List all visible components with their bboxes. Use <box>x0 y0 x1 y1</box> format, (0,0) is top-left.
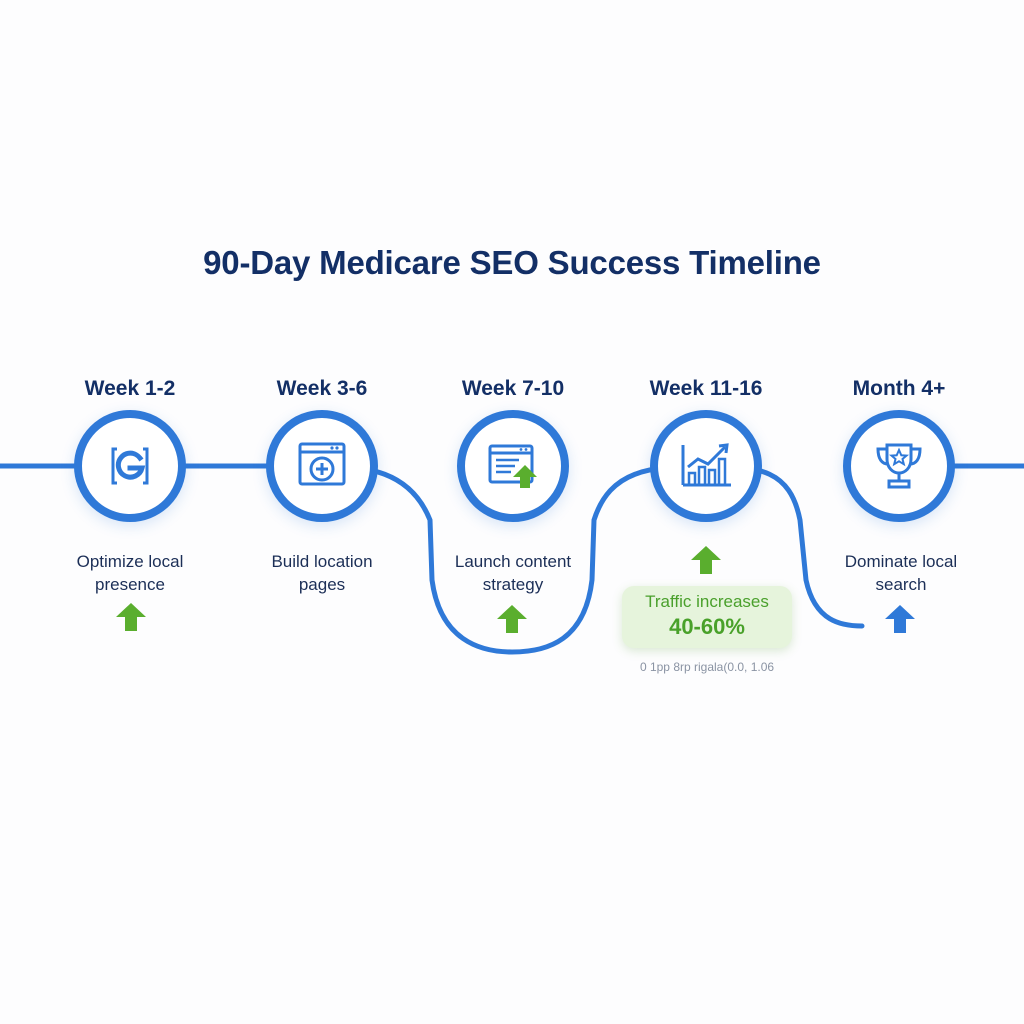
stage-1-description: Optimize local presence <box>40 550 220 596</box>
stage-3-description-line1: Launch content <box>454 552 572 571</box>
stage-5-description-line1: Dominate local <box>844 552 958 571</box>
stage-5-node <box>843 410 955 522</box>
badge-caption: Traffic increases <box>645 592 769 611</box>
stage-5-label: Month 4+ <box>852 377 946 400</box>
stage-2-node <box>266 410 378 522</box>
growth-arrow-icon <box>691 546 721 574</box>
stage-2-label: Week 3-6 <box>276 377 368 400</box>
bar-chart-trend-icon <box>681 443 731 487</box>
success-arrow-icon <box>885 605 915 633</box>
footnote-text: 0 1pp 8rp rigala(0.0, 1.06 <box>639 660 775 674</box>
trophy-icon <box>876 443 922 489</box>
stage-3-label: Week 7-10 <box>461 377 565 400</box>
growth-arrow-icon <box>497 605 527 633</box>
stage-1-node <box>74 410 186 522</box>
google-g-icon <box>111 447 149 485</box>
stage-2-description: Build location pages <box>232 550 412 596</box>
stage-2-description-line1: Build location <box>271 552 373 571</box>
stage-4-label: Week 11-16 <box>649 377 763 400</box>
add-page-icon <box>298 442 346 486</box>
stage-1-description-line1: Optimize local <box>76 552 184 571</box>
content-growth-icon <box>488 444 537 488</box>
badge-value: 40-60% <box>669 614 745 639</box>
stage-5-description: Dominate local search <box>811 550 991 596</box>
stage-3-description-line2: strategy <box>482 575 544 594</box>
stage-1-label: Week 1-2 <box>84 377 176 400</box>
stage-3-node <box>457 410 569 522</box>
stage-1-description-line2: presence <box>95 575 165 594</box>
growth-arrow-icon <box>116 603 146 631</box>
stage-5-description-line2: search <box>875 575 927 594</box>
traffic-increase-badge: Traffic increases 40-60% <box>622 586 792 648</box>
stage-2-description-line2: pages <box>298 575 346 594</box>
page-title: 90-Day Medicare SEO Success Timeline <box>203 244 821 281</box>
stage-3-description: Launch content strategy <box>423 550 603 596</box>
stage-4-node <box>650 410 762 522</box>
